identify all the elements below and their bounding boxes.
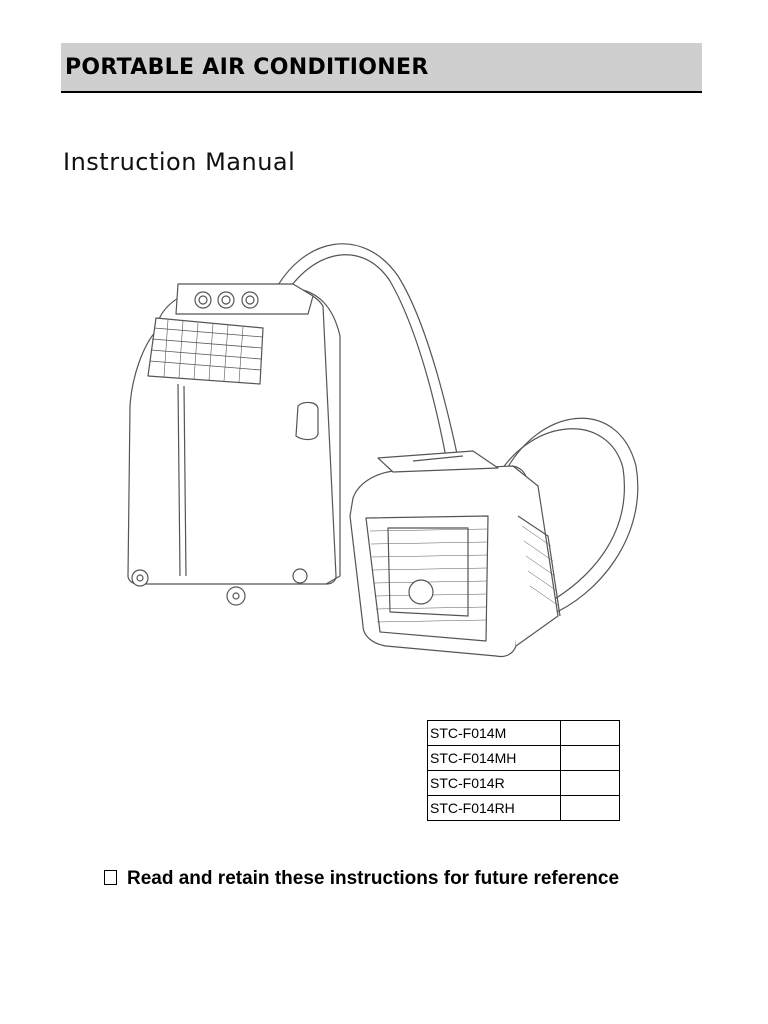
model-name: STC-F014R [427,770,561,796]
retain-instructions-note: Read and retain these instructions for f… [104,868,619,890]
table-row: STC-F014M [427,720,620,746]
header-bar: PORTABLE AIR CONDITIONER [61,43,702,93]
air-conditioner-illustration [127,243,639,658]
model-checkbox-cell [560,720,620,746]
model-checkbox-cell [560,795,620,821]
note-text: Read and retain these instructions for f… [127,868,620,889]
model-checkbox-cell [560,745,620,771]
manual-subtitle: Instruction Manual [63,148,296,176]
table-row: STC-F014MH [427,745,620,771]
table-row: STC-F014RH [427,795,620,821]
document-title: PORTABLE AIR CONDITIONER [65,55,429,80]
model-name: STC-F014RH [427,795,561,821]
square-bullet-icon [104,870,117,885]
model-checkbox-cell [560,770,620,796]
table-row: STC-F014R [427,770,620,796]
model-table: STC-F014M STC-F014MH STC-F014R STC-F014R… [427,720,620,821]
model-name: STC-F014MH [427,745,561,771]
model-name: STC-F014M [427,720,561,746]
